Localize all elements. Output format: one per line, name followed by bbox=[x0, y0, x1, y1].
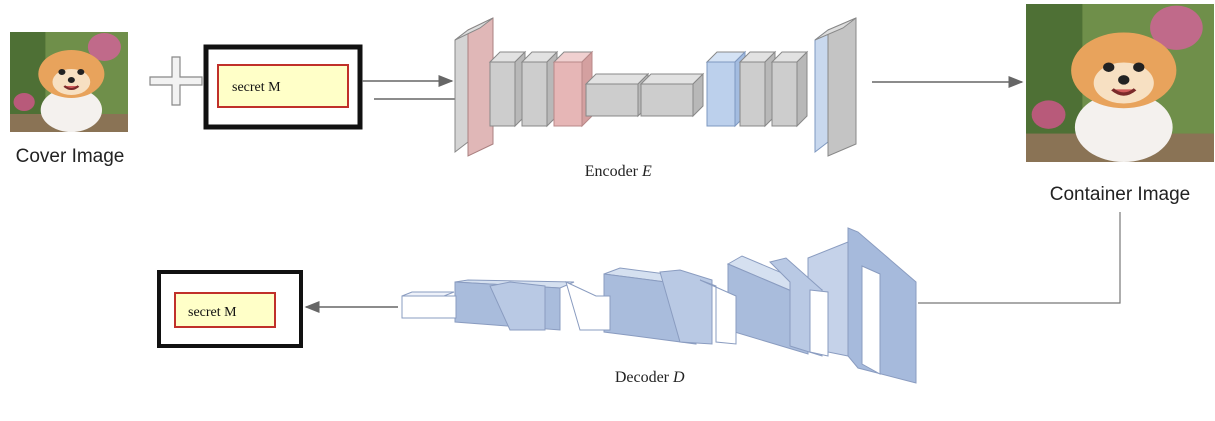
decoder-network bbox=[401, 227, 917, 384]
encoder-label: Encoder bbox=[585, 163, 639, 180]
secret-input-text: secret M bbox=[232, 80, 281, 95]
encoder-network bbox=[454, 17, 857, 157]
container-to-decoder-line bbox=[918, 212, 1121, 304]
container-image-label: Container Image bbox=[1050, 184, 1190, 205]
plus-icon bbox=[149, 56, 203, 106]
cover-image bbox=[10, 32, 128, 132]
dog-photo-icon bbox=[10, 32, 128, 132]
secret-output-box: secret M bbox=[157, 270, 303, 348]
dog-photo-icon bbox=[1026, 4, 1214, 162]
container-image bbox=[1026, 4, 1214, 162]
cover-image-label: Cover Image bbox=[16, 146, 125, 167]
decoder-label: Decoder bbox=[615, 369, 670, 386]
secret-input-box: secret M bbox=[203, 44, 363, 130]
encoder-symbol: E bbox=[641, 163, 652, 180]
secret-output-text: secret M bbox=[188, 305, 237, 320]
decoder-symbol: D bbox=[672, 369, 685, 386]
